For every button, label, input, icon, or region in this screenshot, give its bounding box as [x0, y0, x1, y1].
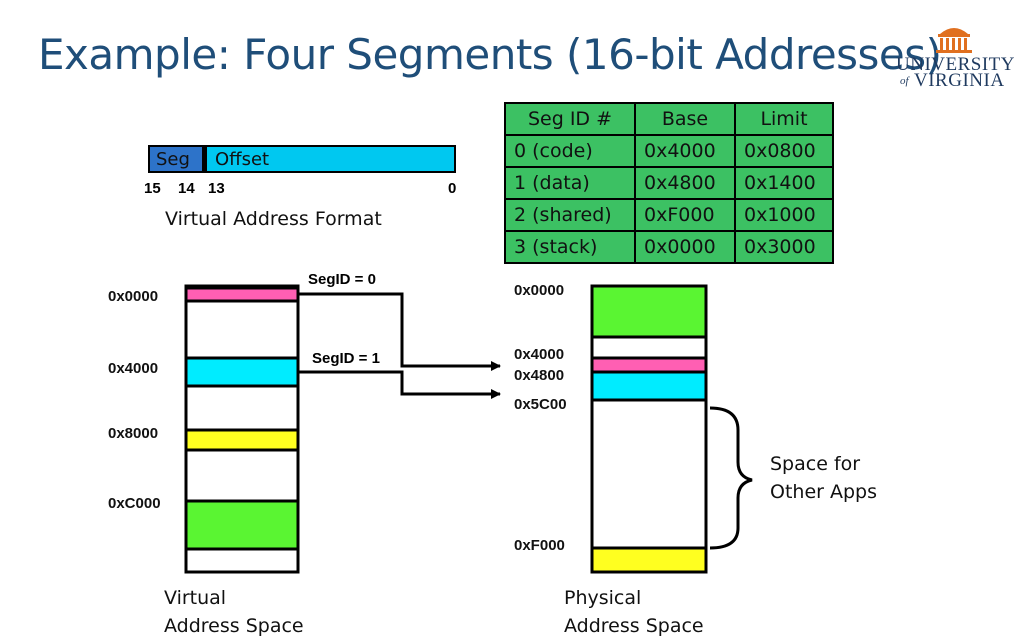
other-apps-line1: Space for [770, 453, 861, 475]
table-row: 0 (code) 0x4000 0x0800 [504, 134, 834, 168]
bit-13-label: 13 [208, 180, 225, 197]
table-cell: 3 (stack) [504, 230, 636, 264]
other-apps-label: Space for Other Apps [770, 450, 877, 506]
virtual-address-label: 0x4000 [108, 360, 159, 377]
table-cell: 1 (data) [504, 166, 636, 200]
table-cell: 0x1000 [734, 198, 834, 232]
virtual-address-label: 0xC000 [108, 495, 161, 512]
seg-field: Seg [148, 145, 204, 173]
table-cell: 2 (shared) [504, 198, 636, 232]
table-header-base: Base [634, 102, 736, 136]
table-header-segid: Seg ID # [504, 102, 636, 136]
physical-address-label: 0x4000 [514, 346, 565, 363]
physical-address-label: 0x4800 [514, 367, 565, 384]
table-cell: 0x1400 [734, 166, 834, 200]
other-apps-brace [709, 406, 753, 550]
virtual-data-segment [184, 356, 300, 388]
bit-15-label: 15 [144, 180, 161, 197]
virtual-address-label: 0x0000 [108, 288, 159, 305]
physical-stack-segment [590, 284, 708, 339]
bit-0-label: 0 [448, 180, 457, 197]
segid1-arrow [298, 370, 501, 399]
physical-caption-line2: Address Space [564, 615, 704, 637]
bit-14-label: 14 [178, 180, 195, 197]
table-row: 1 (data) 0x4800 0x1400 [504, 166, 834, 200]
virtual-stack-segment [184, 499, 300, 551]
physical-address-label: 0xF000 [514, 537, 565, 554]
address-format-caption: Virtual Address Format [165, 208, 382, 230]
physical-address-label: 0x5C00 [514, 396, 567, 413]
physical-address-space [590, 284, 708, 574]
virtual-caption-line1: Virtual [164, 587, 227, 609]
virtual-address-space [184, 284, 300, 574]
physical-shared-segment [590, 546, 708, 574]
segid0-arrow [298, 292, 501, 371]
table-cell: 0x4000 [634, 134, 736, 168]
table-cell: 0xF000 [634, 198, 736, 232]
table-header-limit: Limit [734, 102, 834, 136]
table-cell: 0x3000 [734, 230, 834, 264]
table-row: 2 (shared) 0xF000 0x1000 [504, 198, 834, 232]
segid1-label: SegID = 1 [312, 350, 380, 367]
virtual-code-segment [184, 286, 300, 303]
physical-caption-line1: Physical [564, 587, 642, 609]
offset-field: Offset [204, 145, 456, 173]
physical-data-segment [590, 370, 708, 402]
logo-line2: VIRGINIA [914, 70, 1005, 91]
virtual-shared-segment [184, 428, 300, 452]
rotunda-icon [936, 28, 972, 53]
table-cell: 0x0800 [734, 134, 834, 168]
segid0-label: SegID = 0 [308, 271, 376, 288]
other-apps-line2: Other Apps [770, 481, 878, 503]
physical-space-caption: Physical Address Space [564, 584, 704, 640]
university-logo: UNIVERSITY of VIRGINIA [896, 20, 1015, 91]
logo-line1: UNIVERSITY [896, 54, 1015, 75]
virtual-caption-line2: Address Space [164, 615, 304, 637]
physical-code-segment [590, 356, 708, 374]
virtual-address-label: 0x8000 [108, 425, 159, 442]
table-cell: 0x4800 [634, 166, 736, 200]
table-cell: 0x0000 [634, 230, 736, 264]
table-header-row: Seg ID # Base Limit [504, 102, 834, 136]
table-row: 3 (stack) 0x0000 0x3000 [504, 230, 834, 264]
physical-address-label: 0x0000 [514, 282, 565, 299]
page-title: Example: Four Segments (16-bit Addresses… [38, 30, 942, 79]
virtual-space-caption: Virtual Address Space [164, 584, 304, 640]
segment-table: Seg ID # Base Limit 0 (code) 0x4000 0x08… [504, 102, 834, 264]
table-cell: 0 (code) [504, 134, 636, 168]
logo-line2-prefix: of [900, 75, 909, 87]
